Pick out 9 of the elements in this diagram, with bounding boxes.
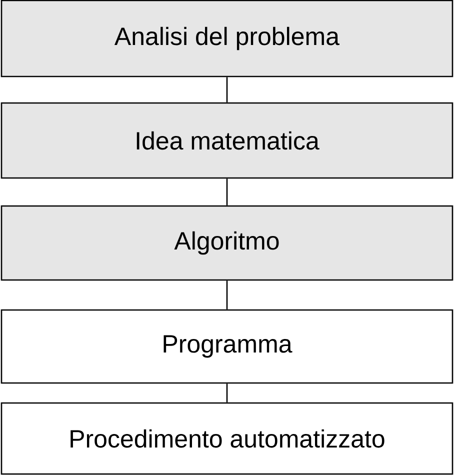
process-box: Programma	[0, 309, 454, 384]
process-box: Algoritmo	[0, 205, 454, 281]
connector-line	[226, 77, 228, 102]
process-box: Idea matematica	[0, 102, 454, 179]
connector-line	[226, 280, 228, 310]
process-box: Procedimento automatizzato	[0, 402, 454, 475]
connector-line	[226, 384, 228, 402]
process-box: Analisi del problema	[0, 0, 454, 78]
connector-line	[226, 178, 228, 206]
